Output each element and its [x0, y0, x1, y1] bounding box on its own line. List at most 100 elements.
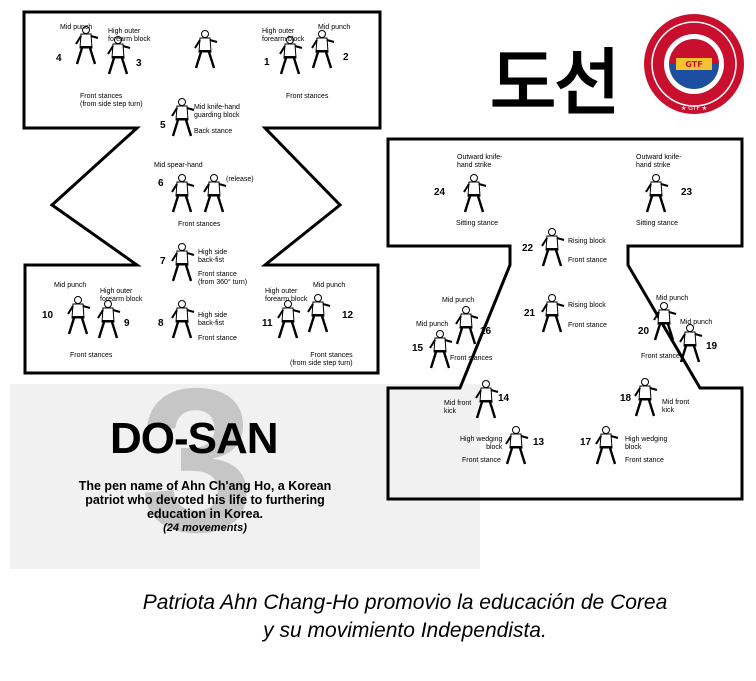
- label-front-stances-a: Front stances: [286, 93, 329, 100]
- label-m13-stance: Front stance: [462, 457, 501, 464]
- label-m8-stance: Front stance: [198, 335, 237, 342]
- label-outer-block-3: High outer forearm block: [108, 28, 151, 43]
- label-m21-stance: Front stance: [568, 322, 607, 329]
- label-mid-punch-12: Mid punch: [313, 282, 346, 289]
- movement-number-10: 10: [42, 310, 54, 321]
- label-m13: High wedging block: [460, 436, 503, 451]
- label-m22-stance: Front stance: [568, 257, 607, 264]
- label-mid-punch-19: Mid punch: [680, 319, 713, 326]
- figure-6a: [170, 173, 196, 214]
- movement-number-14: 14: [498, 393, 510, 404]
- label-mid-punch-2: Mid punch: [318, 24, 351, 31]
- label-front-stances-d: Front stances: [641, 353, 684, 360]
- caption-line-1: Patriota Ahn Chang-Ho promovio la educac…: [142, 591, 668, 614]
- label-outer-block-1: High outer forearm block: [262, 28, 305, 43]
- label-m5: Mid knife-hand guarding block: [194, 104, 240, 119]
- label-m6: Mid spear-hand: [154, 162, 203, 169]
- figure-7: [170, 242, 196, 283]
- movement-number-16: 16: [480, 326, 492, 337]
- movement-number-24: 24: [434, 187, 446, 198]
- description-text: The pen name of Ahn Ch'ang Ho, a Korean …: [78, 479, 332, 521]
- label-front-stances-c: Front stances: [450, 355, 493, 362]
- figure-start: [193, 29, 219, 70]
- movement-number-2: 2: [343, 52, 349, 63]
- gtf-logo-icon: GTF ★ GTF ★: [644, 14, 744, 114]
- movement-number-12: 12: [342, 310, 354, 321]
- figure-5: [170, 97, 196, 138]
- label-front-stances-turn-a: Front stances (from side step turn): [80, 93, 143, 108]
- figure-9: [96, 299, 122, 340]
- movement-number-13: 13: [533, 437, 545, 448]
- figure-17: [594, 425, 620, 466]
- pattern-title: DO-SAN: [110, 414, 279, 463]
- movement-number-8: 8: [158, 318, 164, 329]
- movement-number-11: 11: [262, 318, 273, 329]
- label-front-stances-b: Front stances: [70, 352, 113, 359]
- movement-number-15: 15: [412, 343, 424, 354]
- movement-number-4: 4: [56, 53, 62, 64]
- movement-number-21: 21: [524, 308, 536, 319]
- label-m8: High side back-fist: [198, 312, 228, 327]
- label-mid-punch-10: Mid punch: [54, 282, 87, 289]
- label-outer-block-11: High outer forearm block: [265, 288, 308, 303]
- svg-text:★ GTF ★: ★ GTF ★: [681, 105, 707, 112]
- figure-23: [644, 173, 670, 214]
- figure-20: [652, 301, 678, 342]
- pattern-number: 3: [140, 346, 255, 575]
- label-m24: Outward knife- hand strike: [457, 154, 503, 169]
- label-m23-stance: Sitting stance: [636, 220, 679, 227]
- movement-number-19: 19: [706, 341, 718, 352]
- figure-6b: [202, 173, 228, 214]
- movement-number-23: 23: [681, 187, 693, 198]
- movement-number-18: 18: [620, 393, 632, 404]
- label-m14: Mid front kick: [444, 400, 472, 415]
- figure-22: [540, 227, 566, 268]
- label-m5-stance: Back stance: [194, 128, 233, 135]
- movement-number-6: 6: [158, 178, 164, 189]
- figure-21: [540, 293, 566, 334]
- figure-8: [170, 299, 196, 340]
- figure-13: [504, 425, 530, 466]
- figure-16: [454, 305, 480, 346]
- label-m18: Mid front kick: [662, 399, 690, 414]
- figure-4: [74, 25, 100, 66]
- label-mid-punch-15: Mid punch: [416, 321, 449, 328]
- figure-18: [633, 377, 659, 418]
- label-m23: Outward knife- hand strike: [636, 154, 682, 169]
- figure-12: [306, 293, 332, 334]
- figure-2: [310, 29, 336, 70]
- label-m6-release: (release): [226, 176, 254, 183]
- pattern-description: The pen name of Ahn Ch'ang Ho, a Korean …: [60, 479, 350, 535]
- movement-number-9: 9: [124, 318, 130, 329]
- label-m17: High wedging block: [625, 436, 668, 451]
- label-front-stances-turn-b: Front stances (from side step turn): [290, 352, 353, 367]
- movement-number-1: 1: [264, 57, 270, 68]
- figure-14: [474, 379, 500, 420]
- svg-text:GTF: GTF: [685, 60, 702, 69]
- left-pattern-outline: [22, 10, 382, 375]
- label-mid-punch-16: Mid punch: [442, 297, 475, 304]
- background-panel: [10, 384, 480, 569]
- movements-note: (24 movements): [163, 522, 247, 534]
- label-m7-stance: Front stance (from 360° turn): [198, 271, 248, 286]
- korean-title: 도선: [490, 41, 620, 125]
- movement-number-5: 5: [160, 120, 166, 131]
- label-m21: Rising block: [568, 302, 606, 309]
- label-m7: High side back-fist: [198, 249, 228, 264]
- label-outer-block-9: High outer forearm block: [100, 288, 143, 303]
- movement-number-3: 3: [136, 58, 142, 69]
- figure-15: [428, 329, 454, 370]
- right-pattern-outline: [386, 137, 744, 501]
- label-m17-stance: Front stance: [625, 457, 664, 464]
- figure-11: [276, 299, 302, 340]
- label-m24-stance: Sitting stance: [456, 220, 499, 227]
- figure-24: [462, 173, 488, 214]
- figure-10: [66, 295, 92, 336]
- label-m6-stance: Front stances: [178, 221, 221, 228]
- caption-line-2: y su movimiento Independista.: [263, 619, 547, 642]
- movement-number-20: 20: [638, 326, 650, 337]
- label-mid-punch-20: Mid punch: [656, 295, 689, 302]
- movement-number-17: 17: [580, 437, 592, 448]
- caption: Patriota Ahn Chang-Ho promovio la educac…: [60, 589, 750, 645]
